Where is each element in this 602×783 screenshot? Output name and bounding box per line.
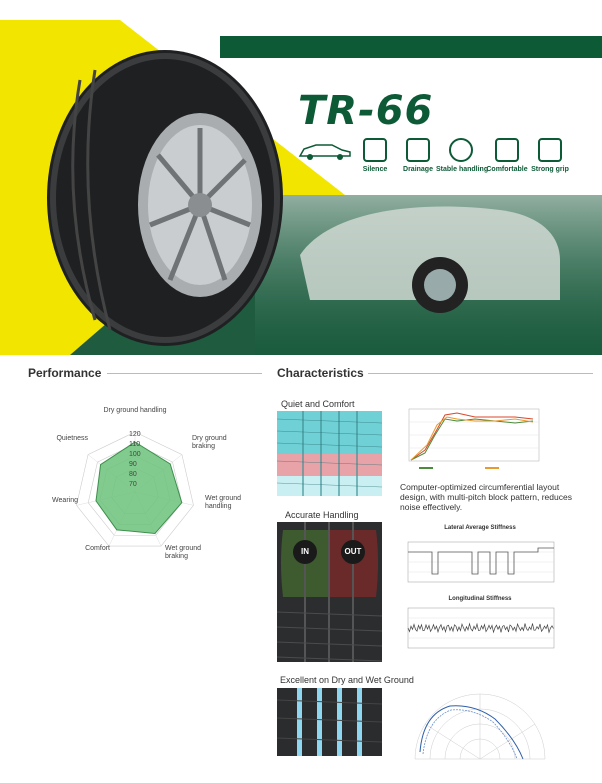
radar-scale-label: 90 — [129, 461, 137, 468]
lateral-stiffness-title: Lateral Average Stiffness — [444, 525, 516, 531]
radar-axis-label: Dry ground — [192, 435, 227, 442]
wet-tread-image — [277, 688, 382, 756]
noise-comparison-chart — [408, 408, 540, 469]
steering-wheel-icon — [449, 138, 473, 162]
hero-banner: TR-66 Silence Drainage Stable handling C… — [0, 0, 602, 355]
lateral-stiffness-chart — [407, 541, 555, 583]
longitudinal-stiffness-title: Longitudinal Stiffness — [448, 596, 512, 602]
radar-axis-label: Quietness — [56, 435, 88, 442]
radar-axis-label: handling — [205, 503, 232, 510]
feature-label: Stable handling — [436, 166, 489, 173]
hero-background — [0, 20, 602, 355]
model-name: TR-66 — [298, 88, 434, 134]
feature-label: Silence — [362, 166, 388, 173]
feature-label: Strong grip — [531, 166, 569, 173]
radar-axis-label: Wearing — [52, 497, 78, 504]
quiet-comfort-description: Computer-optimized circumferential layou… — [400, 482, 572, 512]
performance-divider — [107, 373, 262, 374]
tread-pattern-image — [277, 411, 382, 496]
radar-grid-ring — [87, 443, 183, 536]
radar-scale-label: 120 — [129, 431, 141, 438]
longitudinal-stiffness-chart — [407, 607, 555, 649]
speaker-mute-icon — [363, 138, 387, 162]
feature-silence: Silence — [350, 138, 400, 173]
feature-comfortable: Comfortable — [482, 138, 532, 173]
seat-icon — [495, 138, 519, 162]
radar-axis-label: Comfort — [85, 545, 110, 552]
dry-wet-title: Excellent on Dry and Wet Ground — [280, 675, 414, 685]
tire-footprint-image: IN OUT — [277, 522, 382, 662]
radar-axis-label: braking — [165, 553, 188, 560]
characteristics-divider — [368, 373, 593, 374]
car-icon — [296, 140, 354, 162]
out-label: OUT — [344, 547, 362, 556]
feature-label: Comfortable — [486, 166, 528, 173]
radar-axis-label: Dry ground handling — [103, 407, 166, 414]
radar-series-area — [95, 441, 183, 534]
accurate-handling-title: Accurate Handling — [285, 510, 359, 520]
polar-grip-chart — [414, 693, 546, 760]
tire-image — [47, 50, 283, 346]
feature-drainage: Drainage — [393, 138, 443, 173]
radar-axis-label: Wet ground — [205, 495, 241, 502]
water-drop-icon — [406, 138, 430, 162]
radar-scale-label: 110 — [129, 441, 140, 448]
radar-scale-label: 100 — [129, 451, 141, 458]
radar-scale-label: 80 — [129, 471, 137, 478]
header-green-bar — [220, 36, 602, 58]
feature-strong-grip: Strong grip — [525, 138, 575, 173]
characteristics-title: Characteristics — [277, 366, 364, 380]
in-label: IN — [301, 547, 309, 556]
radar-axis-label: Wet ground — [165, 545, 201, 552]
performance-title: Performance — [28, 366, 102, 380]
radar-axis-label: braking — [192, 443, 215, 450]
car-shape — [300, 206, 560, 300]
feature-stable-handling: Stable handling — [436, 138, 489, 173]
feature-label: Drainage — [403, 166, 433, 173]
grip-icon — [538, 138, 562, 162]
radar-scale-label: 70 — [129, 481, 137, 488]
quiet-comfort-title: Quiet and Comfort — [281, 399, 355, 409]
radar-grid-ring — [76, 431, 194, 547]
